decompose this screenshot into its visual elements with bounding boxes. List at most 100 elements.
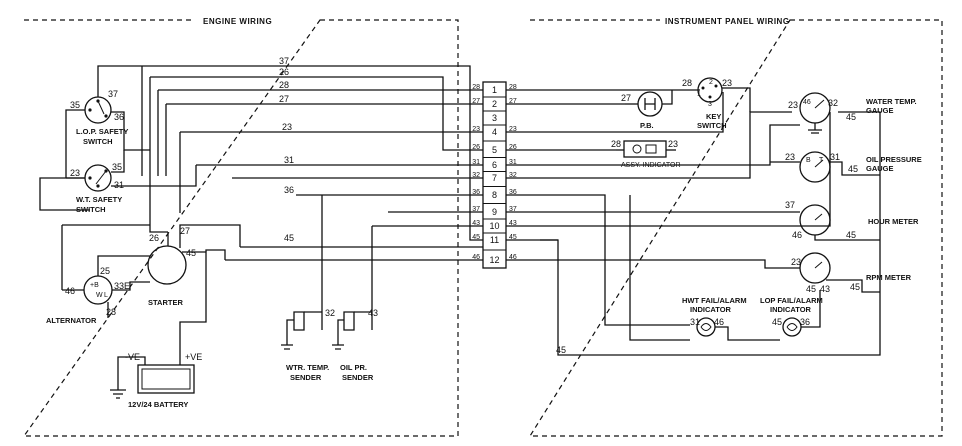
svg-text:GAUGE: GAUGE (866, 106, 894, 115)
svg-text:SWITCH: SWITCH (76, 205, 106, 214)
svg-text:23: 23 (668, 139, 678, 149)
svg-text:INDICATOR: INDICATOR (770, 305, 812, 314)
svg-text:B: B (806, 157, 811, 164)
svg-text:STARTER: STARTER (148, 298, 183, 307)
svg-text:-VE: -VE (125, 352, 140, 362)
svg-text:23: 23 (788, 100, 798, 110)
svg-text:28: 28 (611, 139, 621, 149)
svg-text:T: T (819, 157, 824, 164)
terminal-number: 9 (492, 207, 497, 217)
hour-meter: 37 46 45 HOUR METER (785, 200, 919, 241)
svg-text:45: 45 (284, 233, 294, 243)
svg-text:37: 37 (279, 56, 289, 66)
engine-wires (142, 65, 483, 261)
svg-text:1: 1 (697, 91, 701, 98)
starter: 26 27 45 STARTER (147, 224, 241, 355)
terminal-left-wire: 45 (472, 234, 480, 241)
water-temp-gauge: 23 46 32 45 WATER TEMP. GAUGE (788, 92, 917, 134)
terminal-number: 6 (492, 160, 497, 170)
svg-text:32: 32 (325, 308, 335, 318)
terminal-right-wire: 28 (509, 84, 517, 91)
terminal-left-wire: 27 (472, 98, 480, 105)
terminal-number: 1 (492, 85, 497, 95)
terminal-number: 7 (492, 173, 497, 183)
engine-wiring-title: ENGINE WIRING (203, 17, 272, 26)
svg-text:W.T. SAFETY: W.T. SAFETY (76, 195, 122, 204)
terminal-left-wire: 26 (472, 144, 480, 151)
alternator: +B W L 25 46 33E 28 ALTERNATOR (46, 255, 150, 325)
terminal-left-wire: 28 (472, 84, 480, 91)
terminal-number: 3 (492, 113, 497, 123)
terminal-left-wire: 36 (472, 189, 480, 196)
svg-text:46: 46 (65, 286, 75, 296)
terminal-right-wire: 27 (509, 98, 517, 105)
svg-text:35: 35 (70, 100, 80, 110)
terminal-right-wire: 23 (509, 126, 517, 133)
terminal-right-wire: 26 (509, 144, 517, 151)
svg-text:46: 46 (803, 99, 811, 106)
terminal-right-wire: 43 (509, 220, 517, 227)
svg-text:45: 45 (186, 248, 196, 258)
svg-text:OIL PR.: OIL PR. (340, 363, 367, 372)
terminal-number: 2 (492, 99, 497, 109)
svg-text:SENDER: SENDER (290, 373, 322, 382)
svg-text:OIL PRESSURE: OIL PRESSURE (866, 155, 922, 164)
terminal-number: 12 (489, 255, 499, 265)
terminal-left-wire: 32 (472, 172, 480, 179)
svg-text:SWITCH: SWITCH (697, 121, 727, 130)
svg-text:45: 45 (850, 282, 860, 292)
svg-text:27: 27 (180, 226, 190, 236)
battery: -VE +VE 12V/24 BATTERY (110, 352, 202, 409)
svg-text:23: 23 (785, 152, 795, 162)
svg-text:GAUGE: GAUGE (866, 164, 894, 173)
svg-text:28: 28 (106, 307, 116, 317)
svg-text:36: 36 (284, 185, 294, 195)
water-temp-sender: 32 WTR. TEMP. SENDER (281, 195, 335, 382)
panel-wiring-title: INSTRUMENT PANEL WIRING (665, 17, 790, 26)
svg-text:45: 45 (848, 164, 858, 174)
svg-text:+B: +B (90, 282, 99, 289)
svg-text:36: 36 (114, 112, 124, 122)
engine-wiring-frame (22, 19, 459, 437)
engine-wire-numbers: 37 26 28 27 23 31 36 45 (279, 56, 294, 243)
svg-text:36: 36 (800, 317, 810, 327)
svg-text:45: 45 (772, 317, 782, 327)
push-button: 27 P.B. (621, 90, 673, 130)
terminal-number: 5 (492, 145, 497, 155)
svg-text:46: 46 (792, 230, 802, 240)
svg-text:23: 23 (791, 257, 801, 267)
svg-text:KEY: KEY (706, 112, 721, 121)
svg-text:35: 35 (112, 162, 122, 172)
svg-text:12V/24 BATTERY: 12V/24 BATTERY (128, 400, 188, 409)
terminal-right-wire: 37 (509, 206, 517, 213)
svg-text:P.B.: P.B. (640, 121, 654, 130)
svg-text:INDICATOR: INDICATOR (690, 305, 732, 314)
svg-text:HWT FAIL/ALARM: HWT FAIL/ALARM (682, 296, 747, 305)
svg-text:23: 23 (282, 122, 292, 132)
svg-text:43: 43 (368, 308, 378, 318)
terminal-right-wire: 32 (509, 172, 517, 179)
terminal-number: 8 (492, 190, 497, 200)
svg-text:HOUR METER: HOUR METER (868, 217, 919, 226)
assy-indicator: 28 23 ASSY. INDICATOR (611, 139, 681, 169)
svg-text:27: 27 (621, 93, 631, 103)
svg-text:ASSY. INDICATOR: ASSY. INDICATOR (621, 162, 681, 169)
rpm-meter: 23 45 43 45 RPM METER (791, 252, 912, 294)
terminal-number: 11 (490, 235, 499, 245)
svg-text:45: 45 (806, 284, 816, 294)
svg-text:25: 25 (100, 266, 110, 276)
panel-wires (506, 89, 881, 356)
svg-text:ALTERNATOR: ALTERNATOR (46, 316, 97, 325)
svg-text:23: 23 (722, 78, 732, 88)
lop-safety-switch: 37 35 36 L.O.P. SAFETY SWITCH (65, 65, 150, 178)
wt-safety-switch: 35 23 31 W.T. SAFETY SWITCH (39, 150, 197, 214)
terminal-left-wire: 23 (472, 126, 480, 133)
svg-text:32: 32 (828, 98, 838, 108)
svg-text:27: 27 (279, 94, 289, 104)
key-switch: 28 23 2 1 3 KEY SWITCH (682, 77, 751, 130)
svg-text:WATER TEMP.: WATER TEMP. (866, 97, 917, 106)
hwt-fail-indicator: 31 46 HWT FAIL/ALARM INDICATOR (682, 296, 780, 341)
svg-text:L.O.P. SAFETY: L.O.P. SAFETY (76, 127, 128, 136)
terminal-right-wire: 46 (509, 254, 517, 261)
